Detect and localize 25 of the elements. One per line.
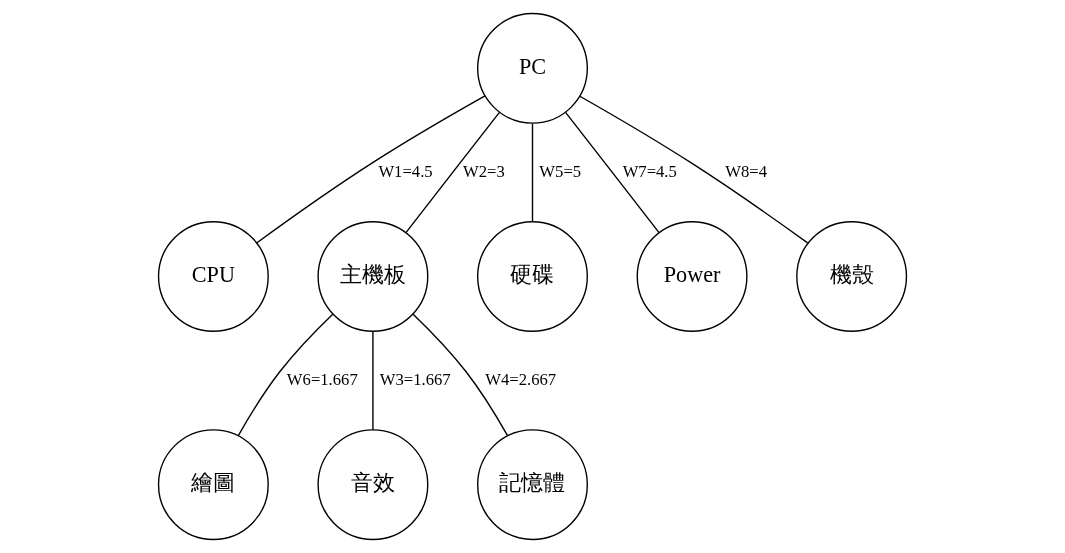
edge-label: W6=1.667	[286, 369, 358, 389]
connector	[564, 111, 660, 234]
edge-label: W1=4.5	[378, 161, 433, 181]
node-circle: 繪圖	[157, 429, 269, 541]
node-circle: 主機板	[317, 221, 429, 332]
node-circle: CPU	[157, 221, 269, 332]
node-circle: 記憶體	[477, 429, 588, 541]
edge-label: W4=2.667	[485, 369, 557, 389]
connector	[531, 123, 534, 223]
connector	[412, 313, 509, 437]
node-circle: 機殼	[796, 221, 908, 332]
connector	[579, 95, 809, 244]
node-circle: 硬碟	[477, 221, 588, 332]
node-circle: 音效	[317, 429, 429, 541]
edge-label: W2=3	[463, 161, 505, 181]
edge-label: W7=4.5	[622, 161, 677, 181]
edge-label: W8=4	[725, 161, 768, 181]
connector	[256, 95, 486, 244]
connector	[237, 313, 334, 437]
edge-label: W3=1.667	[379, 369, 451, 389]
connector	[405, 111, 501, 234]
node-circle: PC	[477, 12, 588, 124]
edge-label: W5=5	[539, 161, 582, 181]
connector	[372, 331, 374, 431]
node-circle: Power	[636, 221, 748, 332]
